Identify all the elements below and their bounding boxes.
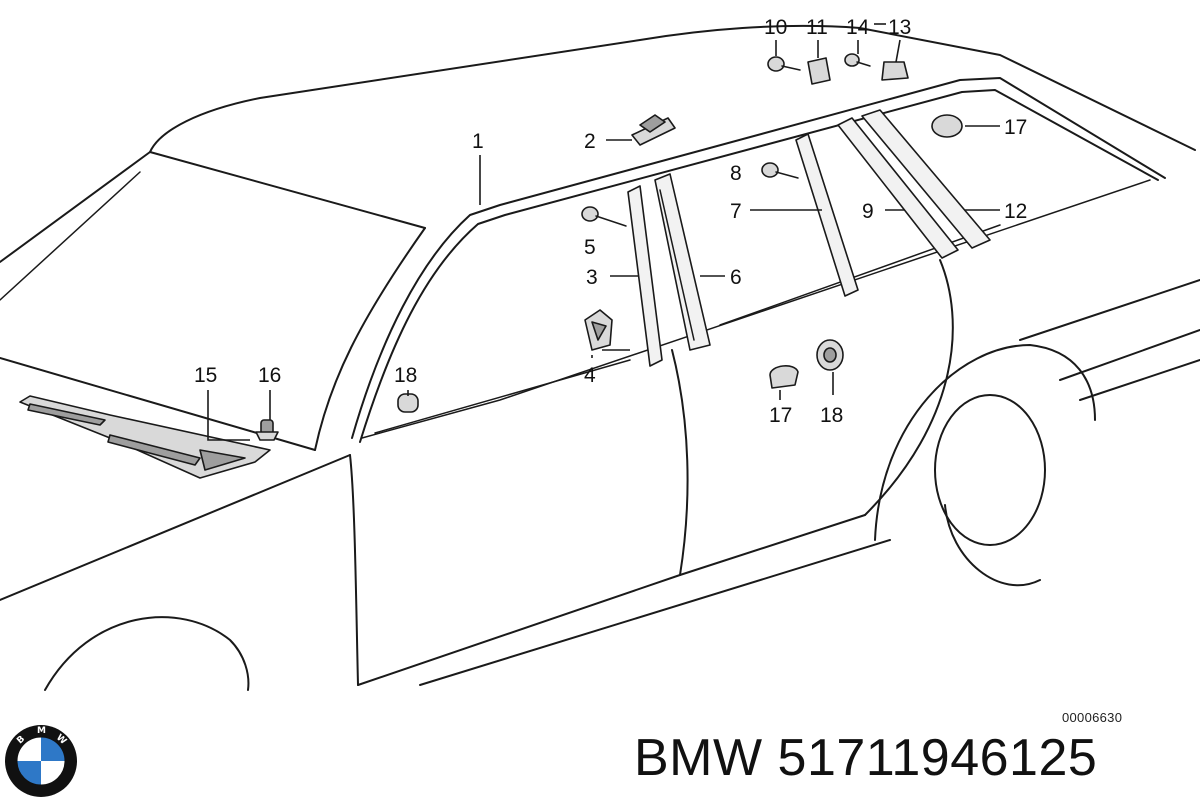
clip-part-16	[255, 419, 279, 441]
callout-17-lower: 17	[769, 404, 792, 427]
callout-3: 3	[586, 266, 598, 289]
callout-2: 2	[584, 130, 596, 153]
car-body-outline	[0, 24, 1200, 691]
callout-12: 12	[1004, 200, 1027, 223]
callout-18-lower: 18	[820, 404, 843, 427]
logo-letter-b: B	[15, 734, 27, 746]
callout-14: 14	[846, 16, 870, 39]
leader-lines	[207, 23, 1000, 441]
clip-part-11	[807, 57, 831, 85]
callout-11: 11	[806, 16, 828, 39]
part-caption: BMW 51711946125	[634, 728, 1097, 788]
callout-8: 8	[730, 162, 742, 185]
pillar-trim-part-6	[654, 173, 711, 351]
callout-15: 15	[194, 364, 217, 387]
callout-17-top: 17	[1004, 116, 1027, 139]
pillar-trim-part-3	[627, 185, 663, 367]
pillar-trim-part-12	[861, 109, 991, 249]
clip-part-2	[631, 114, 676, 146]
cowl-panel-part-15	[19, 395, 271, 479]
clip-part-13	[881, 61, 909, 81]
screw-part-5	[581, 206, 627, 227]
callout-7: 7	[730, 200, 742, 223]
bmw-roundel-icon: B M W	[5, 725, 77, 797]
plug-part-17-lower	[769, 365, 799, 389]
callout-13: 13	[888, 16, 911, 39]
diagram-number: 00006630	[1062, 710, 1123, 725]
logo-blue-quadrant-top-right	[41, 737, 65, 761]
plug-part-18-left	[397, 393, 419, 413]
pillar-trim-part-9	[837, 117, 959, 259]
screw-part-8	[761, 162, 799, 179]
logo-inner-border	[16, 736, 66, 786]
plug-part-17-top	[931, 114, 963, 138]
callout-6: 6	[730, 266, 742, 289]
logo-blue-quadrant-bottom-left	[17, 761, 41, 785]
caption-brand: BMW	[634, 729, 763, 787]
callout-4: 4	[584, 364, 596, 387]
callout-9: 9	[862, 200, 874, 223]
logo-letter-m: M	[37, 726, 46, 736]
callout-10: 10	[764, 16, 787, 39]
triangle-trim-part-4	[584, 309, 613, 351]
screw-part-14	[844, 53, 871, 67]
callout-16: 16	[258, 364, 281, 387]
callout-18-left: 18	[394, 364, 417, 387]
screw-part-10	[767, 56, 801, 72]
grommet-part-18-lower	[816, 339, 844, 371]
callout-1: 1	[472, 130, 484, 153]
callout-5: 5	[584, 236, 596, 259]
callout-labels: 1 2 3 4 5 6 7 8 9 10 11 12 13 14 15 16 1…	[194, 16, 1027, 427]
caption-part-number: 51711946125	[777, 729, 1098, 787]
pillar-trim-part-7	[795, 133, 859, 297]
